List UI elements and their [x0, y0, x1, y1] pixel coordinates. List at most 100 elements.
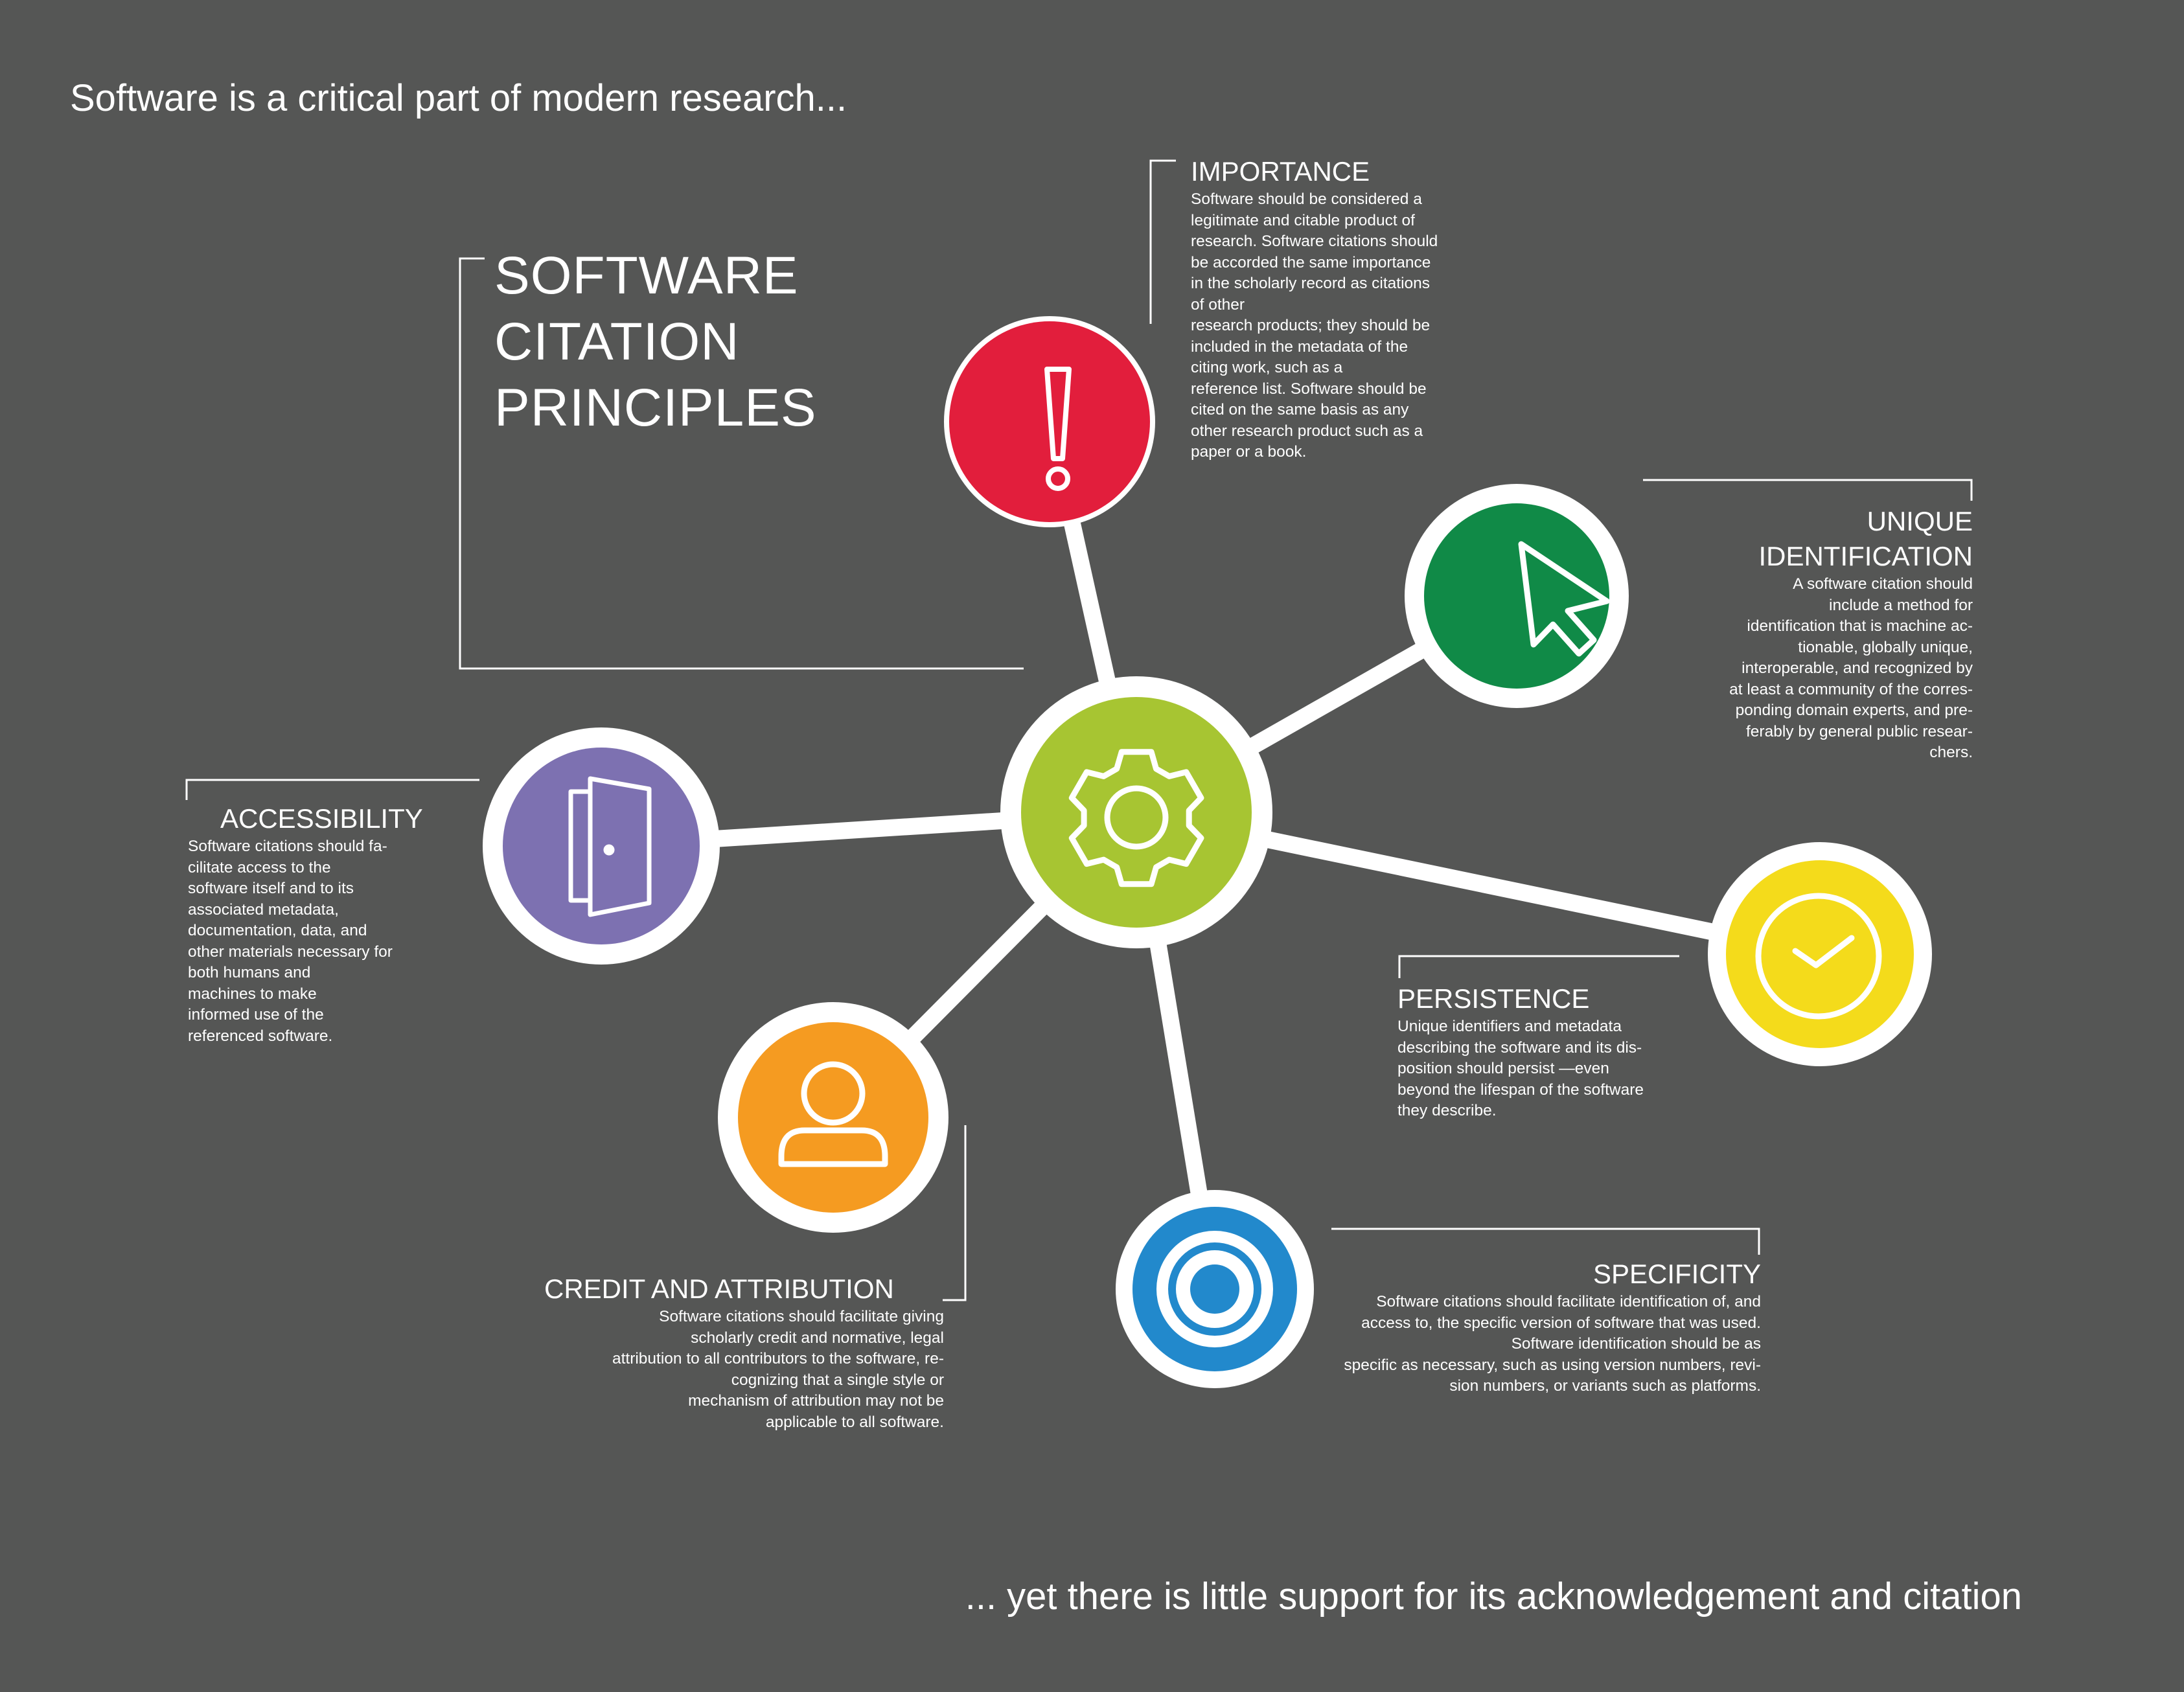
specificity-title: SPECIFICITY: [1592, 1259, 1761, 1289]
description-line: scholarly credit and normative, legal: [691, 1329, 944, 1347]
outro-heading: ... yet there is little support for its …: [965, 1575, 2022, 1618]
description-line: specific as necessary, such as using ver…: [1344, 1356, 1761, 1374]
unique-identification-text: UNIQUE IDENTIFICATION A software citatio…: [1555, 504, 1973, 764]
persistence-circle: [1726, 860, 1914, 1048]
unique-identification-title-line-2: IDENTIFICATION: [1758, 541, 1973, 571]
description-line: reference list. Software should be: [1191, 380, 1427, 398]
title-bracket: [459, 257, 1024, 670]
description-line: sion numbers, or variants such as platfo…: [1449, 1377, 1761, 1395]
open-door-icon: [568, 776, 652, 917]
cursor-arrow-icon: [1518, 541, 1610, 657]
unique-bracket: [1643, 479, 1973, 501]
person-icon: [778, 1061, 888, 1167]
unique-identification-node: [1405, 484, 1629, 708]
description-line: Software should be considered a: [1191, 190, 1422, 208]
clock-check-icon: [1755, 893, 1882, 1020]
description-line: mechanism of attribution may not be: [688, 1392, 944, 1410]
description-line: access to, the specific version of softw…: [1361, 1314, 1761, 1332]
hub-node: [1000, 676, 1272, 948]
accessibility-title: ACCESSIBILITY: [220, 803, 423, 834]
exclamation-icon: [1044, 367, 1072, 491]
description-line: identification that is machine ac-: [1747, 617, 1973, 635]
description-line: informed use of the: [188, 1006, 324, 1023]
accessibility-description: Software citations should fa-cilitate ac…: [188, 836, 447, 1047]
gear-icon: [1068, 749, 1204, 887]
specificity-description: Software citations should facilitate ide…: [1283, 1292, 1761, 1397]
credit-circle: [738, 1022, 928, 1213]
description-line: included in the metadata of the: [1191, 337, 1408, 356]
importance-description: Software should be considered a legitimat…: [1191, 189, 1489, 463]
persistence-node: [1708, 842, 1932, 1066]
accessibility-text: ACCESSIBILITY Software citations should …: [188, 801, 447, 1047]
description-line: other materials necessary for: [188, 943, 393, 961]
title-line-1: SOFTWARE: [494, 246, 799, 305]
persistence-bracket: [1398, 955, 1679, 978]
description-line: both humans and: [188, 964, 311, 981]
description-line: chers.: [1929, 744, 1973, 761]
page-title: SOFTWARE CITATION PRINCIPLES: [494, 243, 817, 441]
specificity-text: SPECIFICITY Software citations should fa…: [1283, 1257, 1761, 1397]
importance-text: IMPORTANCE Software should be considered…: [1191, 154, 1489, 463]
credit-node: [718, 1002, 948, 1233]
brackets: [185, 159, 1973, 1301]
persistence-title: PERSISTENCE: [1397, 983, 1590, 1014]
persistence-description: Unique identifiers and metadata describin…: [1397, 1016, 1708, 1122]
credit-text: CREDIT AND ATTRIBUTION Software citation…: [544, 1272, 944, 1433]
description-line: machines to make: [188, 985, 317, 1003]
description-line: citing work, such as a: [1191, 359, 1343, 376]
unique-identification-description: A software citation should include a meth…: [1555, 574, 1973, 764]
description-line: referenced software.: [188, 1027, 333, 1045]
description-line: associated metadata,: [188, 900, 339, 919]
description-line: research. Software citations should: [1191, 233, 1438, 250]
description-line: ponding domain experts, and pre-: [1735, 702, 1973, 719]
description-line: legitimate and citable product of: [1191, 211, 1415, 229]
title-line-2: CITATION: [494, 312, 740, 371]
description-line: ferably by general public resear-: [1746, 722, 1973, 740]
description-line: software itself and to its: [188, 880, 354, 897]
description-line: of other: [1191, 295, 1245, 314]
description-line: cited on the same basis as any: [1191, 401, 1409, 418]
intro-heading: Software is a critical part of modern re…: [70, 77, 847, 119]
description-line: beyond the lifespan of the software: [1397, 1080, 1644, 1099]
description-line: interoperable, and recognized by: [1741, 659, 1973, 677]
description-line: Software citations should fa-: [188, 838, 387, 855]
description-line: position should persist —even: [1397, 1060, 1609, 1077]
credit-title: CREDIT AND ATTRIBUTION: [544, 1274, 894, 1304]
target-icon: [1156, 1231, 1273, 1347]
description-line: Software citations should facilitate ide…: [1376, 1293, 1761, 1310]
description-line: at least a community of the corres-: [1729, 680, 1973, 698]
description-line: other research product such as a: [1191, 422, 1423, 440]
title-line-3: PRINCIPLES: [494, 378, 817, 437]
description-line: cilitate access to the: [188, 858, 331, 876]
description-line: research products; they should be: [1191, 317, 1431, 334]
description-line: paper or a book.: [1191, 443, 1307, 461]
unique-identification-title-line-1: UNIQUE: [1867, 506, 1973, 536]
credit-description: Software citations should facilitate giv…: [544, 1307, 944, 1433]
credit-bracket: [943, 1125, 967, 1301]
accessibility-node: [483, 727, 720, 965]
description-line: applicable to all software.: [765, 1413, 944, 1431]
description-line: in the scholarly record as citations: [1191, 275, 1431, 292]
specificity-node: [1116, 1190, 1314, 1388]
description-line: tionable, globally unique,: [1798, 638, 1973, 656]
importance-title: IMPORTANCE: [1191, 156, 1370, 187]
description-line: Software citations should facilitate giv…: [659, 1308, 944, 1325]
importance-bracket: [1149, 159, 1176, 324]
description-line: A software citation should: [1793, 575, 1973, 593]
description-line: be accorded the same importance: [1191, 253, 1431, 271]
hub-circle: [1021, 697, 1252, 928]
description-line: they describe.: [1397, 1102, 1497, 1119]
description-line: include a method for: [1829, 596, 1973, 614]
unique-identification-circle: [1424, 503, 1609, 689]
persistence-text: PERSISTENCE Unique identifiers and metad…: [1397, 981, 1708, 1122]
description-line: Unique identifiers and metadata: [1397, 1018, 1622, 1035]
description-line: Software identification should be as: [1511, 1335, 1761, 1353]
accessibility-bracket: [185, 779, 479, 800]
description-line: documentation, data, and: [188, 922, 367, 939]
specificity-bracket: [1331, 1228, 1760, 1255]
accessibility-circle: [503, 748, 700, 944]
description-line: cognizing that a single style or: [731, 1371, 944, 1389]
description-line: describing the software and its dis-: [1397, 1038, 1642, 1057]
description-line: attribution to all contributors to the s…: [612, 1350, 944, 1367]
